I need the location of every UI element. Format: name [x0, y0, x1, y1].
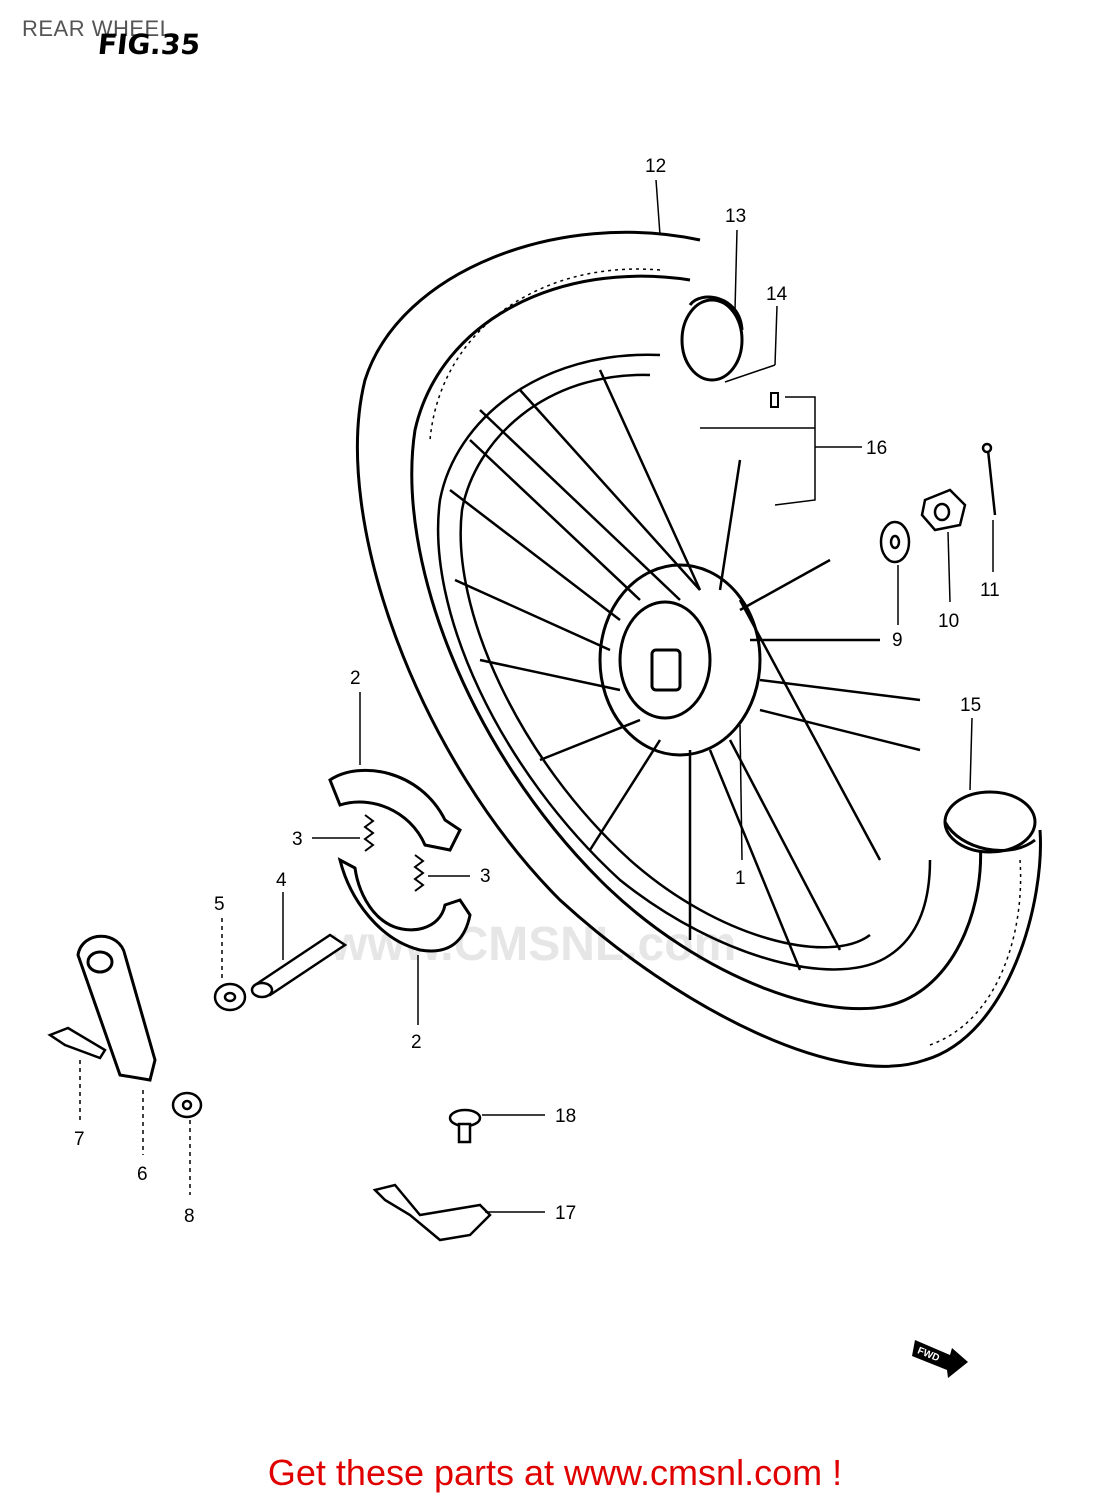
callout-10: 10 [938, 611, 959, 632]
spokes [449, 369, 921, 971]
axle-washer [879, 520, 911, 564]
callout-7: 7 [74, 1129, 85, 1150]
callout-3-right: 3 [480, 866, 491, 887]
bolt [47, 1026, 107, 1060]
screw [448, 1108, 482, 1144]
brake-arm [76, 934, 157, 1082]
tire-cut-bottom [943, 790, 1037, 854]
callout-14: 14 [766, 284, 788, 305]
forward-arrow-icon: FWD [912, 1340, 968, 1378]
nut [171, 1091, 203, 1119]
callout-6: 6 [137, 1164, 148, 1185]
axle-nut [920, 488, 967, 532]
footer-parts-link[interactable]: Get these parts at www.cmsnl.com ! [267, 1452, 843, 1493]
rim [436, 353, 932, 971]
callout-2-lower: 2 [411, 1032, 422, 1053]
tire [355, 230, 1042, 1068]
callout-11: 11 [980, 580, 1000, 601]
callout-13: 13 [725, 206, 746, 227]
callout-18: 18 [555, 1106, 576, 1127]
callout-17: 17 [555, 1203, 576, 1224]
brake-springs [363, 814, 425, 892]
callout-3-left: 3 [292, 829, 303, 850]
brake-cam-shaft [250, 933, 348, 999]
callout-2-upper: 2 [350, 668, 361, 689]
hub [598, 563, 762, 757]
brake-shoe-upper [328, 768, 462, 852]
cotter-pin [981, 442, 997, 516]
bracket [372, 1183, 492, 1242]
brake-shoe-lower [337, 857, 472, 953]
page-title: REAR WHEEL [22, 16, 173, 41]
callout-5: 5 [214, 894, 225, 915]
leader-lines [79, 179, 994, 1213]
callout-8: 8 [184, 1206, 195, 1227]
callout-12: 12 [645, 156, 666, 177]
callout-15: 15 [960, 695, 981, 716]
callout-16: 16 [866, 438, 887, 459]
callout-9: 9 [892, 630, 903, 651]
callout-4: 4 [276, 870, 287, 891]
callout-1: 1 [735, 868, 746, 889]
tire-cut-top [680, 295, 744, 382]
spoke-nipple [770, 392, 779, 408]
washer [213, 982, 247, 1012]
